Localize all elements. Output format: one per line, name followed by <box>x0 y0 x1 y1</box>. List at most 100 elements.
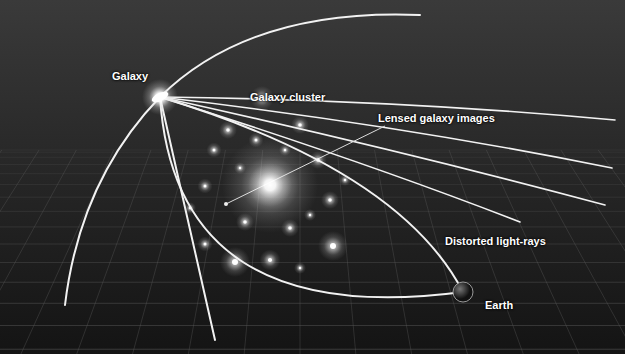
cluster-galaxy-core <box>239 167 241 169</box>
cluster-galaxy <box>198 237 213 252</box>
light-ray <box>160 97 612 168</box>
cluster-galaxy <box>249 133 264 148</box>
cluster-galaxy <box>318 231 348 261</box>
galaxy <box>142 79 178 115</box>
distorted-light-ray <box>160 97 463 297</box>
cluster-galaxy-core <box>284 149 286 151</box>
cluster-galaxy-glow <box>219 121 237 139</box>
cluster-galaxy-glow <box>207 143 222 158</box>
cluster-galaxy <box>220 247 250 277</box>
object-label: Earth <box>485 299 513 312</box>
cluster-galaxy-core <box>243 220 247 224</box>
galaxy-cluster <box>184 86 351 277</box>
cluster-galaxy-core <box>268 258 272 262</box>
grid-line <box>449 150 540 354</box>
cluster-halo <box>222 137 318 233</box>
cluster-galaxy-core <box>226 128 230 132</box>
cluster-galaxy <box>198 179 213 194</box>
grid-line <box>561 150 625 354</box>
cluster-galaxy-glow <box>339 174 351 186</box>
grid-line <box>375 150 420 354</box>
grid-line <box>0 150 625 151</box>
cluster-galaxy-core <box>204 243 207 246</box>
cluster-galaxy-core <box>316 158 320 162</box>
cluster-galaxy-core <box>309 214 311 216</box>
cluster-galaxy-core <box>255 139 258 142</box>
cluster-galaxy <box>260 250 281 271</box>
light-ray <box>160 97 215 340</box>
grid-line <box>412 150 480 354</box>
object-label: Galaxy cluster <box>250 91 325 104</box>
cluster-galaxy-core <box>204 185 207 188</box>
cluster-galaxy-glow <box>279 144 291 156</box>
cluster-galaxy-core <box>189 207 191 209</box>
galaxy-glow <box>142 79 178 115</box>
cluster-galaxy-core <box>328 198 332 202</box>
cluster-galaxy-glow <box>234 162 246 174</box>
cluster-galaxy <box>304 209 316 221</box>
grid-line <box>0 303 625 304</box>
cluster-galaxy <box>281 219 299 237</box>
cluster-galaxy <box>184 202 196 214</box>
grid-line <box>0 226 625 227</box>
callout-label: Lensed galaxy images <box>378 112 495 125</box>
cluster-galaxy <box>309 151 327 169</box>
cluster-galaxy-glow <box>294 262 306 274</box>
distorted-light-ray <box>160 97 463 292</box>
cluster-galaxy-core <box>288 226 292 230</box>
light-ray <box>65 97 160 305</box>
cluster-galaxy-core <box>298 123 302 127</box>
light-ray <box>160 14 420 97</box>
grid-line <box>0 282 625 283</box>
cluster-galaxy <box>236 213 254 231</box>
cluster-galaxy <box>321 191 339 209</box>
light-rays <box>65 14 615 340</box>
grid-line <box>0 150 39 354</box>
grid-line <box>0 150 2 354</box>
cluster-galaxy-glow <box>198 179 213 194</box>
grid-line <box>0 325 625 326</box>
cluster-galaxy-glow <box>318 231 348 261</box>
cluster-galaxy <box>291 116 309 134</box>
object-label: Galaxy <box>112 70 148 83</box>
grid-line <box>60 150 151 354</box>
cluster-galaxy-glow <box>309 151 327 169</box>
cluster-galaxy-glow <box>321 191 339 209</box>
grid-line <box>0 150 114 354</box>
cluster-galaxy-glow <box>260 250 281 271</box>
cluster-galaxy <box>234 162 246 174</box>
galaxy-core <box>150 90 170 105</box>
grid-line <box>598 150 625 354</box>
cluster-galaxy <box>219 121 237 139</box>
cluster-galaxy-glow <box>198 237 213 252</box>
cluster-galaxy <box>339 174 351 186</box>
cluster-galaxy-glow <box>291 116 309 134</box>
cluster-galaxy-core <box>299 267 301 269</box>
grid-line <box>180 150 225 354</box>
cluster-galaxy-glow <box>249 133 264 148</box>
cluster-galaxy-glow <box>304 209 316 221</box>
cluster-galaxy-glow <box>236 213 254 231</box>
cluster-galaxy-core <box>213 149 216 152</box>
cluster-core <box>248 163 292 207</box>
cluster-galaxy-core <box>232 259 238 265</box>
cluster-galaxy <box>279 144 291 156</box>
cluster-galaxy-glow <box>281 219 299 237</box>
callout-label: Distorted light-rays <box>445 235 546 248</box>
cluster-galaxy-core <box>344 179 346 181</box>
grid-line <box>0 150 76 354</box>
cluster-galaxy-glow <box>184 202 196 214</box>
grid-line <box>524 150 625 354</box>
grid-line <box>0 349 625 350</box>
cluster-galaxy-glow <box>220 247 250 277</box>
cluster-galaxy <box>207 143 222 158</box>
cluster-galaxy-core <box>330 243 336 249</box>
grid-line <box>486 150 600 354</box>
earth-symbol <box>453 282 473 302</box>
grid-line <box>0 262 625 263</box>
cluster-galaxy <box>294 262 306 274</box>
